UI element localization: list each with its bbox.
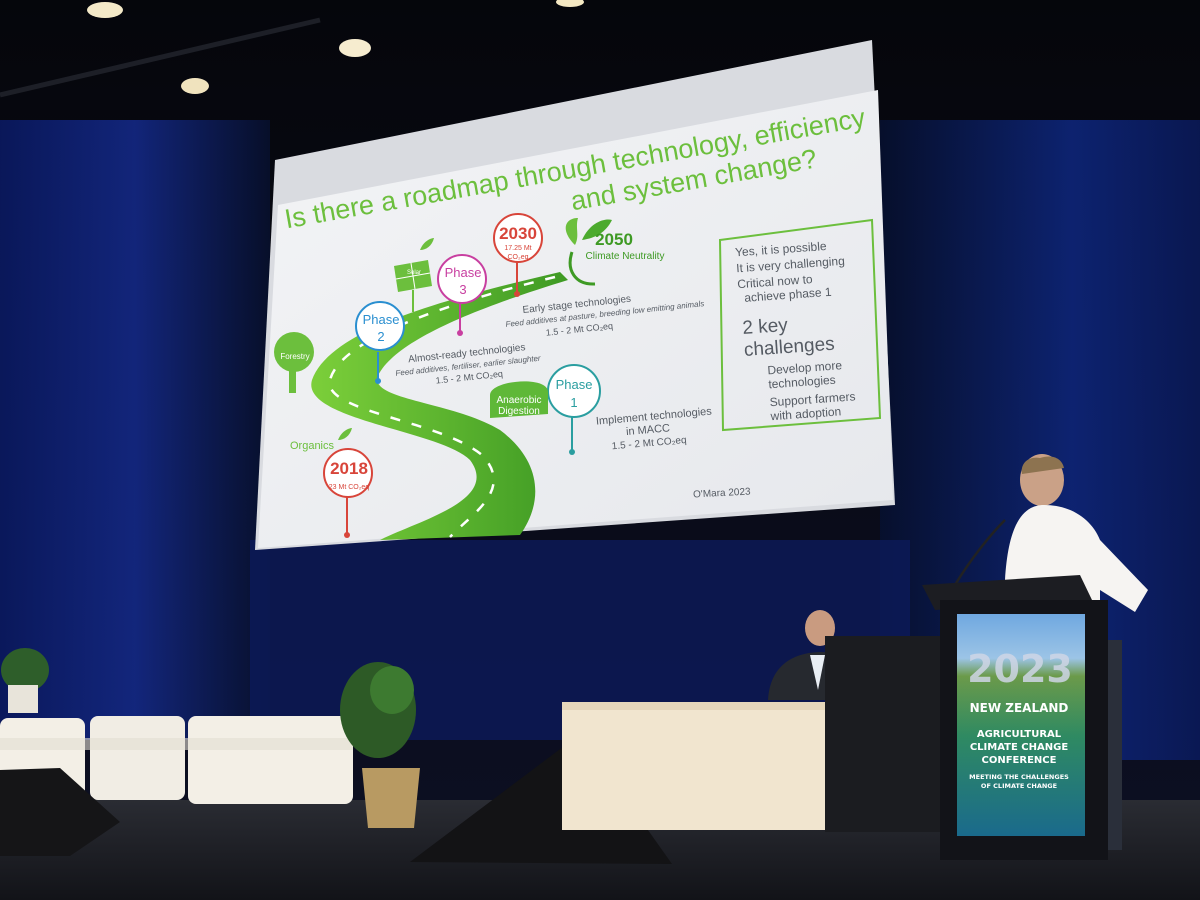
armchairs — [0, 716, 353, 804]
challenge-1-line2: technologies — [768, 373, 836, 392]
phase-2-marker: Phase 2 — [355, 301, 405, 384]
phase-1-label-line2: in MACC — [626, 422, 671, 438]
left-curtain — [0, 120, 270, 740]
leaf-icon — [565, 218, 578, 245]
forestry-label: Forestry — [280, 352, 309, 361]
microphone — [953, 519, 1006, 586]
milestone-2050-year: 2050 — [595, 230, 633, 249]
anaerobic-label-line2: Digestion — [498, 406, 540, 417]
leaf-icon — [582, 219, 612, 240]
podium-display — [957, 614, 1085, 836]
organics-label: Organics — [290, 440, 335, 452]
phase-2-word: Phase — [363, 312, 400, 327]
slide-citation: O'Mara 2023 — [693, 486, 751, 500]
phase-3-marker: Phase 3 — [437, 254, 487, 336]
road-centerline — [328, 275, 556, 538]
solar-label: Solar — [407, 270, 421, 276]
sprout-icon — [338, 428, 352, 440]
anaerobic-digestion-tag: Anaerobic Digestion — [490, 381, 548, 418]
milestone-2050-label: Climate Neutrality — [586, 251, 665, 262]
milestone-2018-value: 23 Mt CO₂eq — [329, 484, 370, 491]
milestone-2030-value-line2: CO₂eq — [507, 254, 528, 261]
podium-line4: CONFERENCE — [982, 755, 1057, 766]
stage-monitor-left — [0, 768, 120, 856]
organics-tag: Organics — [290, 428, 352, 452]
forestry-tag: Forestry — [274, 332, 314, 393]
challenge-2-line2: with adoption — [769, 404, 842, 423]
panel-table — [562, 702, 832, 830]
potted-plant-left — [1, 648, 49, 713]
challenge-2-line1: Support farmers — [769, 389, 856, 409]
phase-1-word: Phase — [556, 377, 593, 392]
milestone-2030: 2030 17.25 Mt CO₂eq — [493, 213, 543, 297]
podium-year: 2023 — [967, 647, 1073, 691]
lectern: 2023 NEW ZEALAND AGRICULTURAL CLIMATE CH… — [922, 575, 1108, 860]
milestone-2030-year: 2030 — [499, 224, 537, 243]
phase-1-marker: Phase 1 — [547, 364, 601, 455]
sprout-icon — [420, 238, 434, 250]
milestone-2018-year: 2018 — [330, 459, 368, 478]
phase-3-num: 3 — [459, 282, 466, 297]
phase-2-num: 2 — [377, 329, 384, 344]
key-challenges-line1: 2 key — [742, 315, 789, 339]
podium-line6: OF CLIMATE CHANGE — [981, 782, 1057, 790]
solar-tag: Solar — [394, 238, 434, 312]
anaerobic-label-line1: Anaerobic — [496, 395, 541, 406]
milestone-2050: 2050 Climate Neutrality — [565, 218, 665, 286]
milestone-2030-value-line1: 17.25 Mt — [504, 245, 531, 252]
stage-monitor-center — [410, 734, 672, 864]
challenge-1-line1: Develop more — [767, 358, 843, 377]
bullet-4: achieve phase 1 — [744, 285, 832, 305]
conclusion-box: Yes, it is possible It is very challengi… — [718, 218, 882, 432]
digester-icon — [490, 381, 548, 418]
milestone-2018: 2018 23 Mt CO₂eq — [323, 448, 373, 538]
podium-line1: NEW ZEALAND — [970, 701, 1069, 715]
stage-lights — [0, 0, 584, 98]
podium-line2: AGRICULTURAL — [977, 729, 1062, 740]
tree-icon — [274, 332, 314, 372]
potted-plant-center — [340, 662, 420, 828]
bullet-3: Critical now to — [737, 272, 813, 291]
bullet-1: Yes, it is possible — [735, 239, 828, 259]
phase-1-num: 1 — [570, 395, 577, 410]
podium-line5: MEETING THE CHALLENGES — [969, 773, 1069, 781]
phase-3-word: Phase — [445, 265, 482, 280]
equipment-case — [825, 636, 957, 832]
podium-line3: CLIMATE CHANGE — [970, 742, 1069, 753]
